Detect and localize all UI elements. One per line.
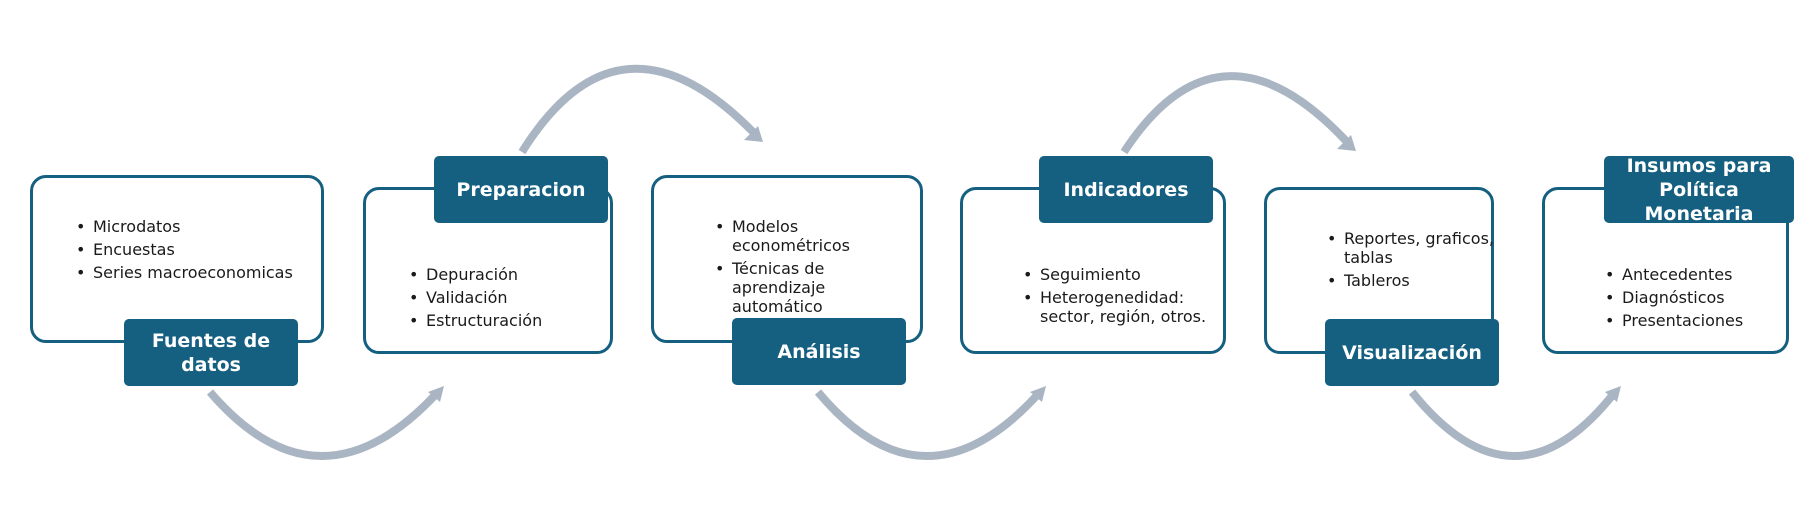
stage-item: Validación — [409, 288, 626, 307]
stage-label-visualizacion: Visualización — [1325, 319, 1499, 386]
stage-label-analisis: Análisis — [732, 318, 906, 385]
stage-item: Estructuración — [409, 311, 626, 330]
stage-item: Técnicas de aprendizaje automático — [715, 259, 882, 316]
stage-label-preparacion: Preparacion — [434, 156, 608, 223]
stage-item: Depuración — [409, 265, 626, 284]
stage-items-visualizacion: Reportes, graficos, tablas Tableros — [1322, 229, 1494, 294]
stage-item: Diagnósticos — [1605, 288, 1802, 307]
stage-label-fuentes: Fuentes de datos — [124, 319, 298, 386]
arrow-head-1 — [428, 386, 444, 402]
stage-items-fuentes: Microdatos Encuestas Series macroeconomi… — [71, 217, 333, 286]
arrow-head-5 — [1605, 386, 1621, 402]
stage-label-indicadores: Indicadores — [1039, 156, 1213, 223]
stage-card-fuentes: Microdatos Encuestas Series macroeconomi… — [30, 175, 324, 343]
stage-item: Microdatos — [76, 217, 333, 236]
arrow-head-4 — [1337, 135, 1356, 151]
stage-items-preparacion: Depuración Validación Estructuración — [404, 265, 626, 334]
stage-item: Series macroeconomicas — [76, 263, 333, 282]
stage-items-analisis: Modelos econométricos Técnicas de aprend… — [710, 217, 882, 320]
arrow-head-2 — [744, 126, 763, 142]
arrow-fuentes-to-preparacion — [206, 389, 441, 460]
stage-item: Reportes, graficos, tablas — [1327, 229, 1494, 267]
stage-item: Presentaciones — [1605, 311, 1802, 330]
arrow-analisis-to-indicadores — [814, 389, 1043, 460]
arrow-head-3 — [1030, 386, 1046, 402]
stage-card-analisis: Modelos econométricos Técnicas de aprend… — [651, 175, 923, 343]
stage-items-indicadores: Seguimiento Heterogenedidad: sector, reg… — [1018, 265, 1240, 330]
stage-item: Seguimiento — [1023, 265, 1240, 284]
stage-item: Encuestas — [76, 240, 333, 259]
stage-item: Heterogenedidad: sector, región, otros. — [1023, 288, 1240, 326]
arrow-visualizacion-to-insumos — [1408, 389, 1619, 460]
stage-item: Modelos econométricos — [715, 217, 882, 255]
stage-label-insumos: Insumos para Política Monetaria — [1604, 155, 1794, 225]
stage-items-insumos: Antecedentes Diagnósticos Presentaciones — [1600, 265, 1802, 334]
stage-item: Antecedentes — [1605, 265, 1802, 284]
stage-item: Tableros — [1327, 271, 1494, 290]
arrow-indicadores-to-visualizacion — [1120, 72, 1351, 155]
arrow-preparacion-to-analisis — [518, 64, 758, 155]
